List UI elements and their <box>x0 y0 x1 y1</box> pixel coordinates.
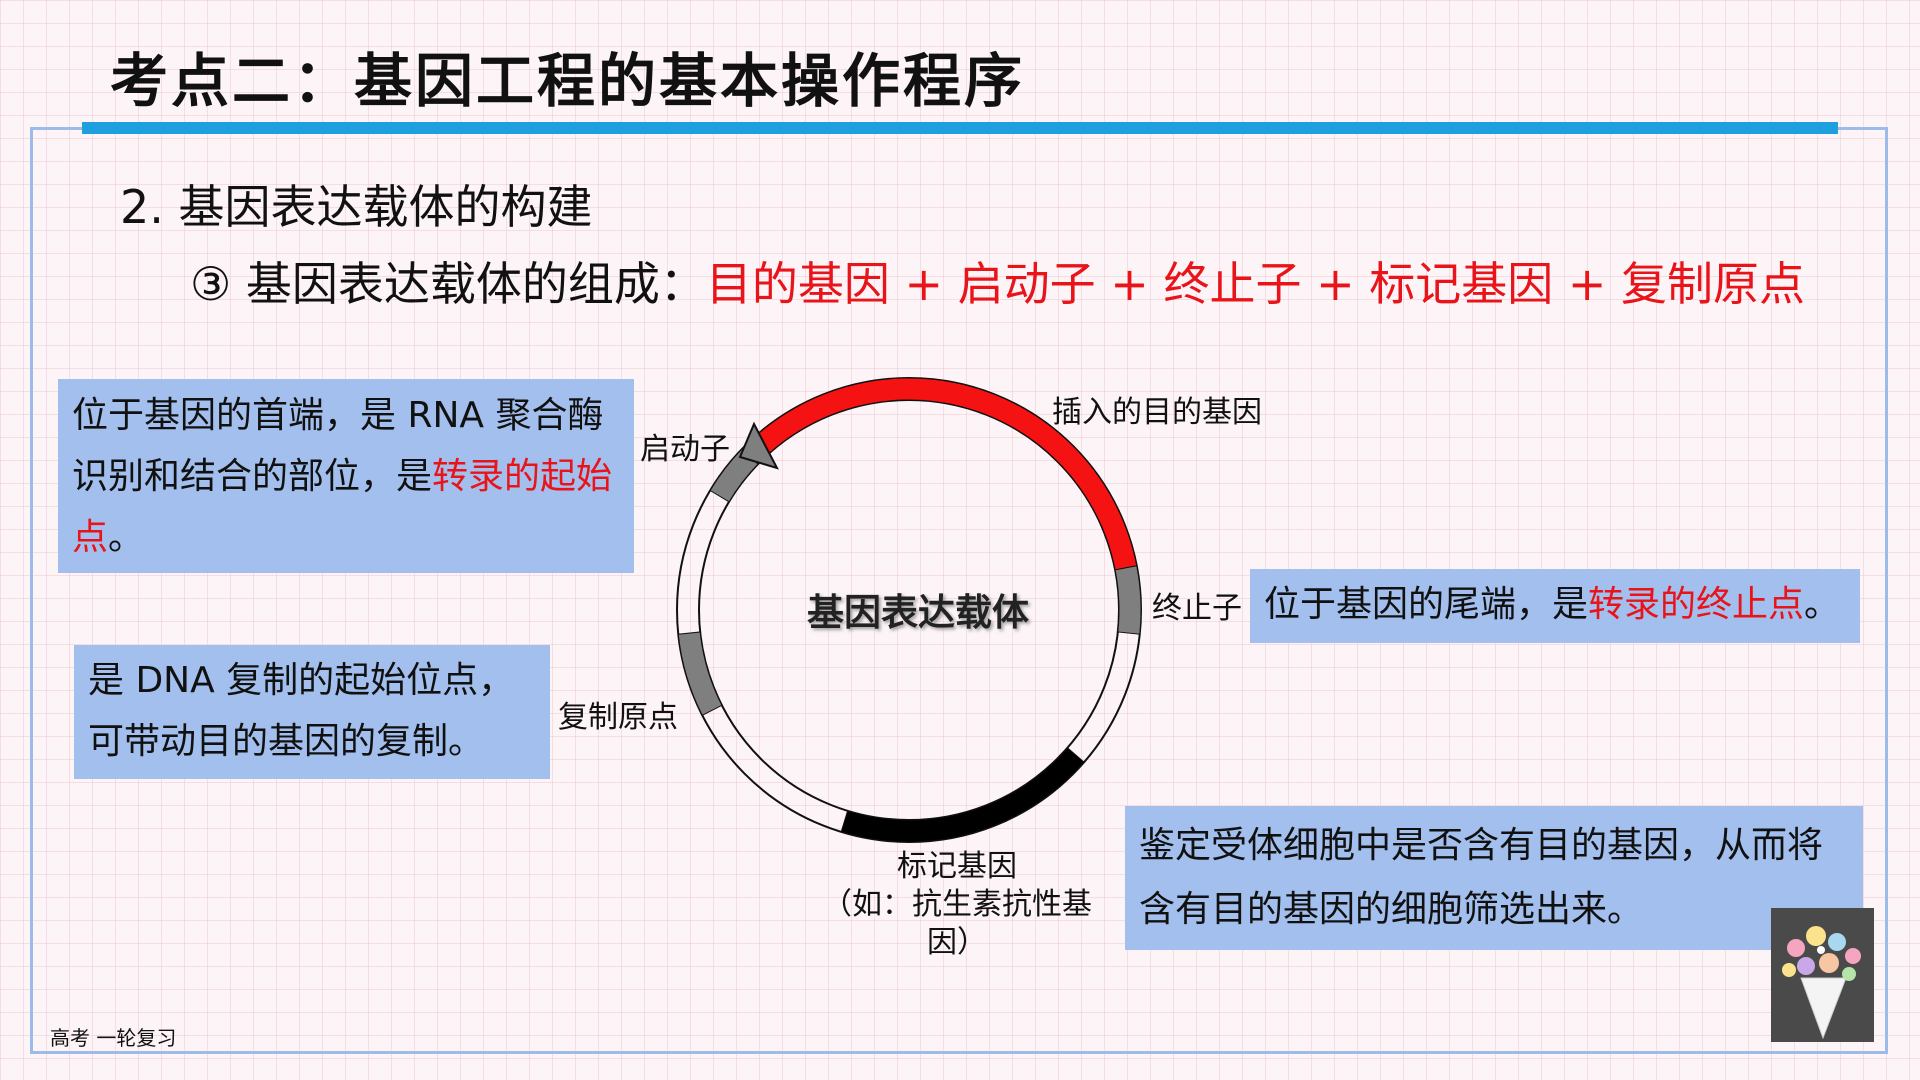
composition-line: ③ 基因表达载体的组成：目的基因 + 启动子 + 终止子 + 标记基因 + 复制… <box>190 257 1805 312</box>
terminator-segment <box>1114 565 1142 635</box>
origin-callout: 是 DNA 复制的起始位点，可带动目的基因的复制。 <box>74 645 550 779</box>
marker-gene-label-line1: 标记基因 <box>897 849 1017 884</box>
origin-label: 复制原点 <box>558 700 678 735</box>
footer-label: 高考 一轮复习 <box>50 1026 177 1050</box>
title-underline <box>82 122 1838 134</box>
promoter-arrow-icon <box>738 421 779 470</box>
section-subheading: 2. 基因表达载体的构建 <box>120 180 593 234</box>
promoter-callout-end: 。 <box>108 517 145 558</box>
promoter-label: 启动子 <box>640 432 730 467</box>
terminator-callout-text: 位于基因的尾端，是 <box>1264 584 1589 625</box>
terminator-label: 终止子 <box>1152 591 1242 626</box>
origin-segment <box>677 631 723 716</box>
diagram-center-label: 基因表达载体 <box>807 591 1029 634</box>
composition-parts: 目的基因 + 启动子 + 终止子 + 标记基因 + 复制原点 <box>705 257 1806 311</box>
marker-gene-label: 标记基因 （如：抗生素抗性基因） <box>812 848 1102 962</box>
promoter-callout-text: 位于基因的首端，是 RNA 聚合酶识别和结合的部位，是 <box>72 395 604 497</box>
flower-bouquet-image <box>1771 908 1874 1042</box>
marker-callout-text: 鉴定受体细胞中是否含有目的基因，从而将含有目的基因的细胞筛选出来。 <box>1139 825 1824 930</box>
terminator-callout-highlight: 转录的终止点 <box>1588 584 1805 625</box>
promoter-callout-highlight: 转录的起始点 <box>72 456 613 558</box>
inserted-gene-label: 插入的目的基因 <box>1052 395 1262 430</box>
marker-gene-segment <box>840 747 1085 843</box>
promoter-callout: 位于基因的首端，是 RNA 聚合酶识别和结合的部位，是转录的起始点。 <box>58 379 634 573</box>
page-title: 考点二：基因工程的基本操作程序 <box>110 47 1026 115</box>
terminator-callout: 位于基因的尾端，是转录的终止点。 <box>1250 569 1860 643</box>
terminator-callout-end: 。 <box>1804 584 1841 625</box>
marker-callout: 鉴定受体细胞中是否含有目的基因，从而将含有目的基因的细胞筛选出来。 <box>1125 806 1863 950</box>
composition-prefix: ③ 基因表达载体的组成： <box>190 257 706 311</box>
marker-gene-label-line2: （如：抗生素抗性基因） <box>822 887 1092 960</box>
origin-callout-text: 是 DNA 复制的起始位点，可带动目的基因的复制。 <box>88 660 515 762</box>
